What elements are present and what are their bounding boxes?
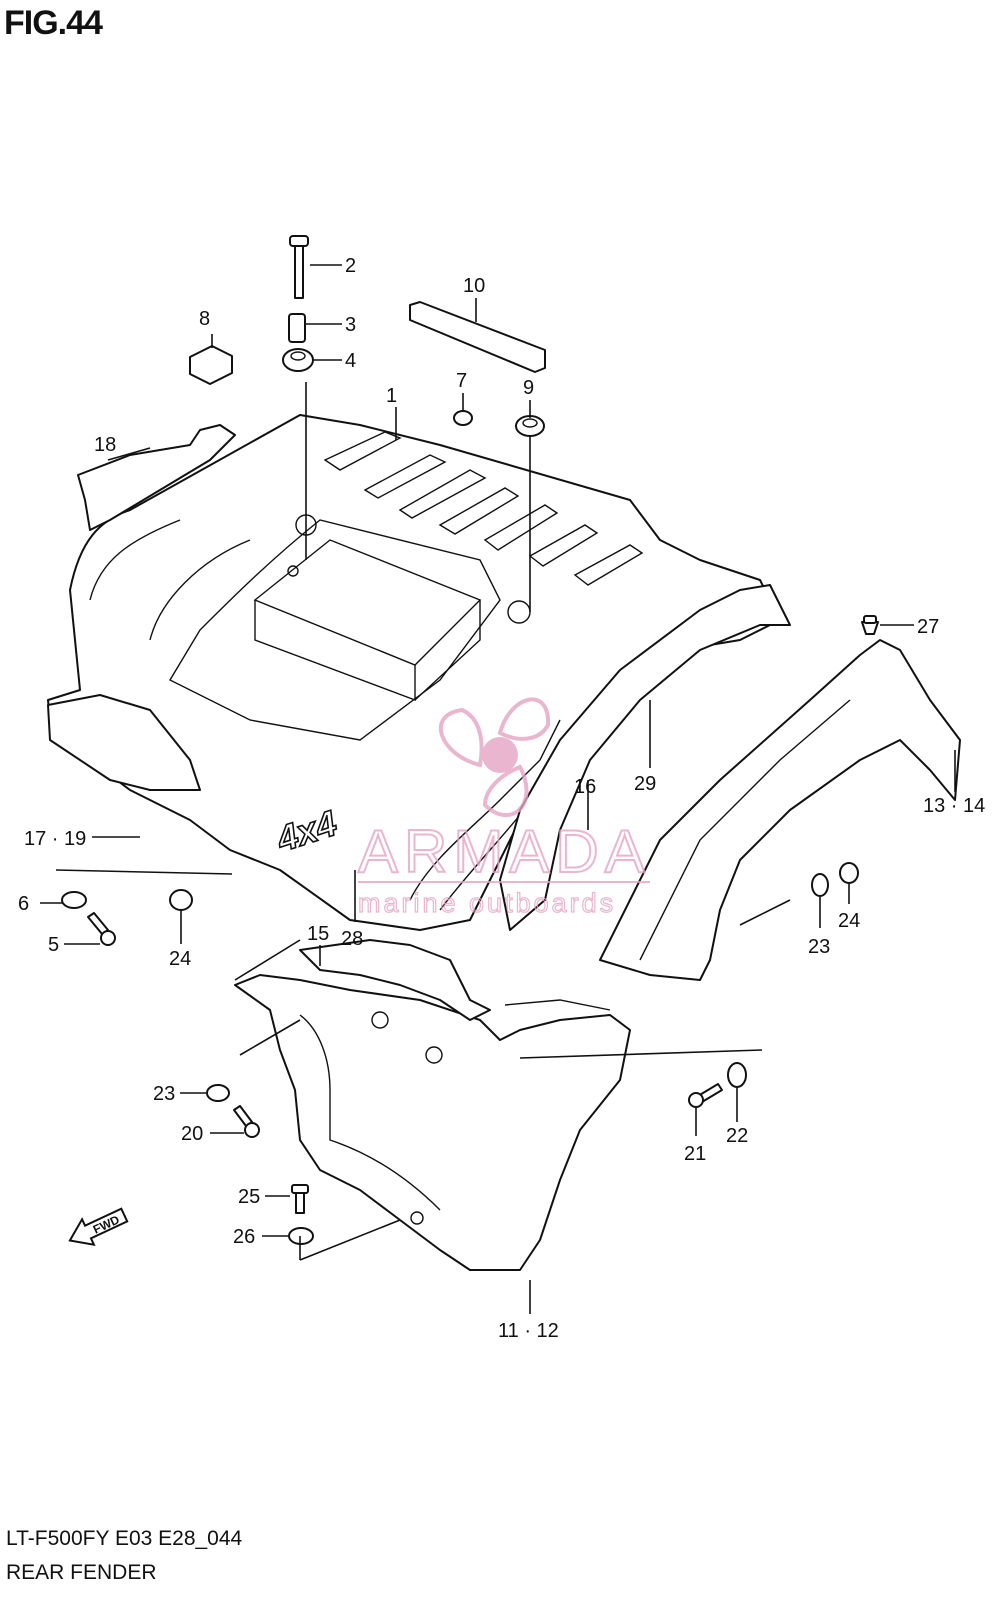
grommet-part-4 <box>282 348 314 372</box>
callout-26: 26 <box>233 1226 255 1248</box>
propeller-icon <box>438 697 551 818</box>
callout-24-left: 24 <box>169 948 191 970</box>
grommet-part-9 <box>515 415 545 437</box>
callout-23-right: 23 <box>808 936 830 958</box>
callout-22: 22 <box>726 1125 748 1147</box>
callout-7: 7 <box>456 370 467 392</box>
screw-part-21 <box>688 1083 723 1108</box>
callout-1: 1 <box>386 385 397 407</box>
screw-part-25 <box>291 1184 309 1214</box>
side-panel-17-19 <box>47 694 201 791</box>
callout-6: 6 <box>18 893 29 915</box>
bolt-part-2 <box>289 235 309 299</box>
washer-part-23-right <box>811 873 829 897</box>
nut-part-7 <box>453 410 473 426</box>
callout-20: 20 <box>181 1123 203 1145</box>
bolt-part-5 <box>87 912 116 946</box>
mudguard-11-12 <box>234 974 631 1271</box>
washer-part-22 <box>727 1062 747 1088</box>
washer-part-6 <box>61 891 87 909</box>
clip-part-27 <box>861 615 879 635</box>
callout-5: 5 <box>48 934 59 956</box>
callout-3: 3 <box>345 314 356 336</box>
cushion-part-8 <box>189 345 233 385</box>
callout-17-19: 17 · 19 <box>24 828 86 850</box>
nut-part-26 <box>288 1227 314 1245</box>
nut-part-24-right <box>839 862 859 884</box>
callout-13-14: 13 · 14 <box>923 795 985 817</box>
bolt-part-20 <box>233 1105 260 1138</box>
callout-11-12: 11 · 12 <box>498 1320 559 1342</box>
callout-23-left: 23 <box>153 1083 175 1105</box>
callout-8: 8 <box>199 308 210 330</box>
mud-flap-18 <box>77 424 236 531</box>
callout-21: 21 <box>684 1143 706 1165</box>
washer-part-23-left <box>206 1084 230 1102</box>
fwd-arrow-icon: FWD <box>68 1207 129 1247</box>
callout-9: 9 <box>523 377 534 399</box>
callout-29: 29 <box>634 773 656 795</box>
fwd-label: FWD <box>91 1212 122 1236</box>
callout-24-right: 24 <box>838 910 860 932</box>
callout-27: 27 <box>917 616 939 638</box>
callout-4: 4 <box>345 350 356 372</box>
callout-labels: 2 3 4 8 10 7 9 1 18 27 13 · 14 29 16 17 … <box>18 255 985 1342</box>
callout-18: 18 <box>94 434 116 456</box>
model-code: LT-F500FY E03 E28_044 <box>6 1527 243 1550</box>
figure-title: FIG.44 <box>4 4 103 42</box>
callout-15: 15 <box>307 923 329 945</box>
watermark-tagline: marine outboards <box>358 888 616 918</box>
callout-16: 16 <box>574 776 596 798</box>
callout-10: 10 <box>463 275 485 297</box>
spacer-part-3 <box>288 313 306 343</box>
fender-flap-13-14 <box>599 639 961 981</box>
callout-25: 25 <box>238 1186 260 1208</box>
rear-fender-body: 4x4 <box>47 414 781 931</box>
leader-lines <box>40 264 956 1314</box>
section-name: REAR FENDER <box>6 1561 157 1584</box>
armada-watermark: ARMADA marine outboards <box>357 697 651 919</box>
side-fender-strip-16 <box>499 584 791 931</box>
watermark-brand: ARMADA <box>358 818 651 885</box>
splash-plate-15 <box>299 939 491 1021</box>
nut-part-24-left <box>169 889 193 911</box>
callout-2: 2 <box>345 255 356 277</box>
cushion-strip-part-10 <box>409 301 546 373</box>
callout-28: 28 <box>341 928 363 950</box>
